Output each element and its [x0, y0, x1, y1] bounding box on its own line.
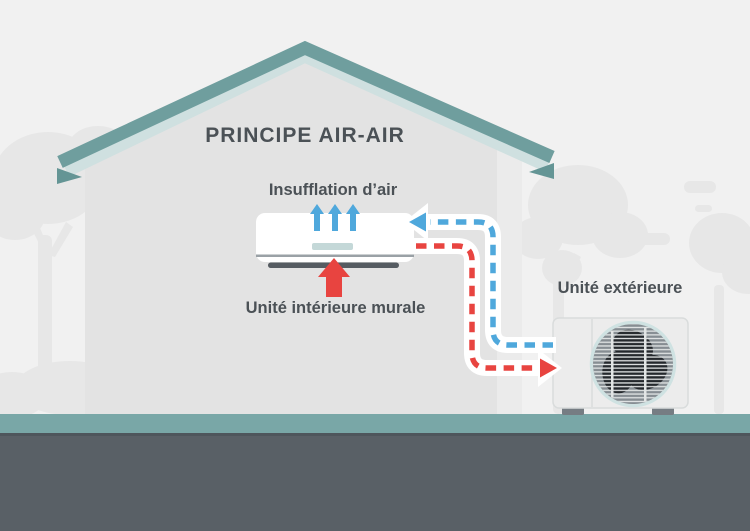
outdoor-unit	[552, 317, 689, 415]
indoor-unit-body	[256, 213, 414, 262]
flow-arrowhead-red	[540, 358, 557, 378]
indoor-unit-display	[312, 243, 353, 250]
insufflation-arrows-icon	[310, 204, 360, 231]
ground	[0, 414, 750, 531]
indoor-unit-seam	[256, 254, 414, 257]
flow-dashed-blue	[430, 219, 553, 348]
label-insufflation: Insufflation d’air	[268, 181, 398, 199]
tree-silhouette-far-right	[689, 213, 750, 414]
aspiration-arrow-icon	[318, 258, 350, 297]
cloud-silhouettes	[628, 181, 716, 245]
page-title: PRINCIPE AIR-AIR	[205, 124, 405, 147]
roof	[57, 40, 555, 184]
label-outdoor-unit: Unité extérieure	[557, 279, 683, 297]
flow-dashed-red	[416, 243, 535, 371]
refrigerant-pipes	[404, 203, 562, 387]
indoor-unit	[256, 213, 414, 268]
label-indoor-unit: Unité intérieure murale	[245, 299, 426, 317]
flow-arrowhead-blue	[409, 212, 426, 232]
fan-icon	[589, 320, 677, 408]
